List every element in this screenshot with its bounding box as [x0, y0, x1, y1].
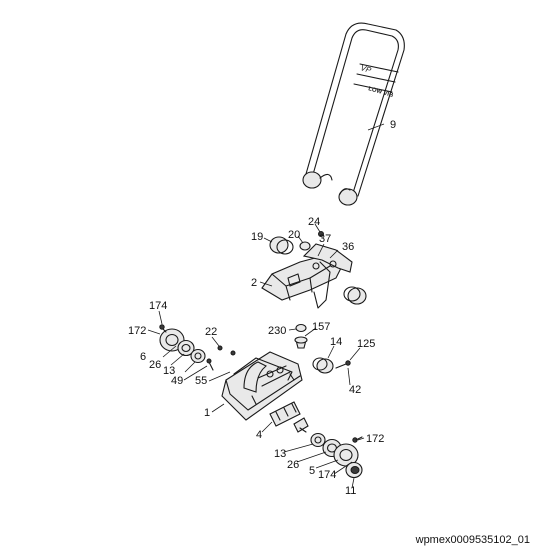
callout-19: 19 [251, 231, 263, 243]
callout-49: 49 [171, 375, 183, 387]
rubber-mount-part [269, 236, 294, 255]
callout-26-right: 26 [287, 459, 299, 471]
handle-logo-text: LOW VIB [367, 86, 394, 99]
callout-22: 22 [205, 326, 217, 338]
callout-55: 55 [195, 375, 207, 387]
eccentric-shaft-part [269, 401, 309, 433]
handle-bracket-part [261, 243, 353, 309]
diagram-reference-code: wpmex0009535102_01 [415, 534, 530, 546]
leader-lines [147, 123, 385, 489]
pin-22-part [217, 345, 236, 356]
bearing-left-part [190, 348, 206, 364]
base-plate-part [221, 351, 303, 421]
callout-172-left: 172 [128, 325, 146, 337]
callout-42: 42 [349, 384, 361, 396]
callout-13-left: 13 [163, 365, 175, 377]
callout-36: 36 [342, 241, 354, 253]
callout-6: 6 [140, 351, 146, 363]
callout-11: 11 [345, 485, 356, 497]
callout-13-right: 13 [274, 448, 286, 460]
callout-125: 125 [357, 338, 375, 350]
washer-part [299, 241, 311, 251]
callout-174-left: 174 [149, 300, 167, 312]
nut-part [318, 231, 324, 237]
bearing-right-part [310, 432, 326, 448]
callout-174-right: 174 [318, 469, 336, 481]
callout-26-left: 26 [149, 359, 161, 371]
callout-157: 157 [312, 321, 330, 333]
handle-logo-brand: VP [359, 63, 372, 75]
callout-5: 5 [309, 465, 315, 477]
callout-230: 230 [268, 325, 286, 337]
callout-9: 9 [390, 119, 396, 131]
bushing-part [312, 357, 334, 374]
callout-24: 24 [308, 216, 320, 228]
bolt-125-part [335, 360, 351, 369]
callout-labels: 9 24 19 20 37 36 2 174 172 22 230 157 14… [128, 119, 396, 497]
callout-172-right: 172 [366, 433, 384, 445]
callout-14: 14 [330, 336, 342, 348]
handle-part [302, 22, 405, 206]
screw-174-right-part [352, 436, 363, 443]
rubber-mount-right-part [343, 286, 367, 305]
cap-part [294, 336, 308, 349]
callout-37: 37 [319, 233, 331, 245]
bearing-housing-right-part [333, 443, 359, 467]
callout-20: 20 [288, 229, 300, 241]
bolt-49-part [206, 358, 214, 371]
callout-1: 1 [204, 407, 210, 419]
callout-4: 4 [256, 429, 262, 441]
grommet-part [295, 323, 307, 333]
pulley-part [345, 461, 363, 479]
screw-174-left-part [159, 324, 167, 333]
callout-2: 2 [251, 277, 257, 289]
seal-left-part [177, 339, 195, 357]
